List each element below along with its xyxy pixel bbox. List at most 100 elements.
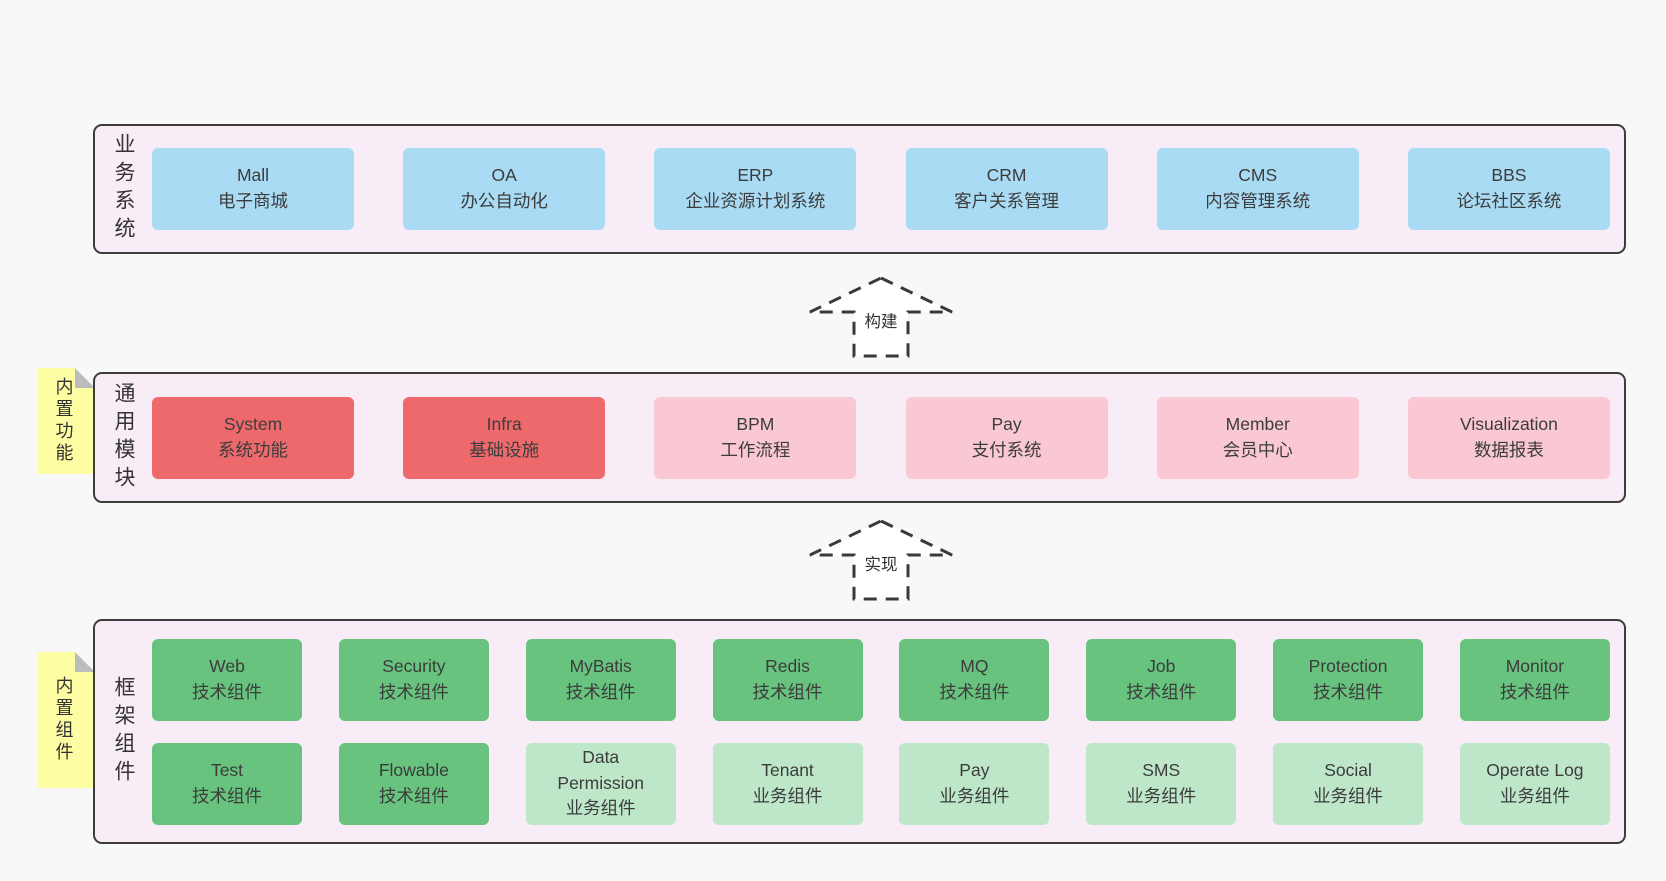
box-subtitle: 技术组件	[752, 681, 823, 702]
box-subtitle: 业务组件	[1126, 785, 1197, 806]
box-name: Job	[1147, 655, 1176, 676]
folded-corner-icon	[75, 368, 95, 388]
sticky-note-builtin-components: 内置组件	[38, 652, 95, 788]
box-name: Web	[209, 655, 245, 676]
box-name: Redis	[765, 655, 810, 676]
box-web: Web 技术组件	[152, 638, 302, 721]
box-redis: Redis 技术组件	[712, 638, 863, 721]
box-security: Security 技术组件	[338, 638, 489, 721]
box-pay: Pay 支付系统	[905, 396, 1108, 479]
sticky-note-builtin-features: 内置功能	[38, 368, 95, 474]
box-name: Tenant	[761, 759, 814, 780]
folded-corner-icon	[75, 652, 95, 672]
box-subtitle: 论坛社区系统	[1456, 191, 1562, 211]
box-erp: ERP 企业资源计划系统	[654, 148, 857, 230]
box-test: Test 技术组件	[152, 742, 302, 825]
box-name: Flowable	[378, 759, 449, 780]
box-name: SMS	[1142, 759, 1181, 780]
box-name: BPM	[736, 413, 775, 434]
sticky-note-text: 内置功能	[53, 377, 74, 465]
box-name: OA	[491, 165, 517, 186]
box-name: Protection	[1308, 655, 1388, 676]
box-mq: MQ 技术组件	[899, 638, 1050, 721]
arrow-label: 构建	[861, 307, 901, 333]
box-subtitle: 技术组件	[378, 681, 449, 702]
box-sms: SMS 业务组件	[1086, 742, 1237, 825]
box-name: ERP	[737, 165, 774, 186]
box-protection: Protection 技术组件	[1273, 638, 1424, 721]
box-member: Member 会员中心	[1156, 396, 1359, 479]
box-subtitle: 会员中心	[1222, 439, 1293, 460]
box-crm: CRM 客户关系管理	[905, 148, 1108, 230]
box-name: Security	[382, 655, 446, 676]
layer-label: 通用模块	[112, 381, 135, 494]
box-subtitle: 基础设施	[469, 439, 540, 460]
box-name: Infra	[486, 413, 522, 434]
box-subtitle: 业务组件	[1313, 785, 1384, 806]
box-subtitle: 技术组件	[192, 681, 262, 702]
box-social: Social 业务组件	[1273, 742, 1424, 825]
box-name: Test	[210, 759, 244, 780]
box-subtitle: 业务组件	[939, 785, 1010, 806]
implement-arrow: 实现	[808, 519, 954, 601]
box-pay: Pay 业务组件	[899, 742, 1050, 825]
box-name: Data Permission	[557, 746, 644, 793]
box-subtitle: 客户关系管理	[954, 191, 1060, 211]
box-subtitle: 技术组件	[192, 785, 262, 806]
box-infra: Infra 基础设施	[403, 396, 606, 479]
box-operate-log: Operate Log 业务组件	[1459, 742, 1610, 825]
box-name: Social	[1324, 759, 1372, 780]
box-oa: OA 办公自动化	[403, 148, 606, 230]
box-name: Pay	[959, 759, 990, 780]
box-subtitle: 业务组件	[752, 785, 823, 806]
arrow-label: 实现	[861, 550, 901, 576]
box-subtitle: 技术组件	[1499, 681, 1570, 702]
layer-label: 框架组件	[112, 675, 135, 788]
box-name: BBS	[1491, 165, 1527, 186]
box-subtitle: 内容管理系统	[1205, 191, 1311, 211]
box-name: MQ	[960, 655, 989, 676]
box-name: Monitor	[1505, 655, 1565, 676]
box-name: System	[223, 413, 283, 434]
box-mybatis: MyBatis 技术组件	[525, 638, 676, 721]
box-subtitle: 电子商城	[218, 191, 288, 211]
box-name: Member	[1225, 413, 1290, 434]
box-name: Visualization	[1459, 413, 1558, 434]
box-tenant: Tenant 业务组件	[712, 742, 863, 825]
box-bbs: BBS 论坛社区系统	[1407, 148, 1610, 230]
box-bpm: BPM 工作流程	[654, 396, 857, 479]
box-name: Pay	[991, 413, 1022, 434]
box-name: Operate Log	[1486, 759, 1584, 780]
build-arrow: 构建	[808, 276, 954, 358]
box-subtitle: 技术组件	[939, 681, 1010, 702]
box-name: MyBatis	[569, 655, 632, 676]
box-subtitle: 技术组件	[1313, 681, 1384, 702]
box-subtitle: 技术组件	[565, 681, 636, 702]
box-data-permission: Data Permission 业务组件	[525, 742, 676, 825]
box-monitor: Monitor 技术组件	[1459, 638, 1610, 721]
box-subtitle: 工作流程	[720, 439, 791, 460]
box-subtitle: 办公自动化	[460, 191, 548, 211]
box-subtitle: 业务组件	[565, 798, 636, 819]
box-subtitle: 业务组件	[1499, 785, 1570, 806]
box-subtitle: 企业资源计划系统	[685, 191, 826, 211]
box-subtitle: 支付系统	[971, 439, 1042, 460]
box-name: CRM	[986, 165, 1027, 186]
layer-label: 业务系统	[112, 133, 135, 245]
